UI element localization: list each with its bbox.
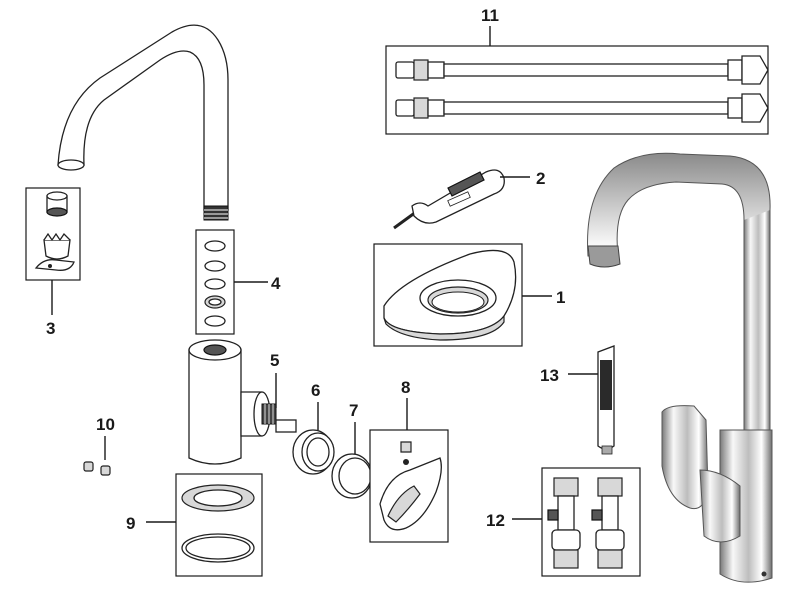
callout-7: 7	[349, 401, 358, 420]
callout-6: 6	[311, 381, 320, 400]
valve-right	[591, 477, 625, 569]
callout-8: 8	[401, 378, 410, 397]
part-2-tool	[393, 169, 505, 230]
hose-lower	[395, 93, 769, 123]
assembled-tap	[587, 152, 773, 583]
callout-1: 1	[556, 288, 565, 307]
part-11-hoses	[385, 26, 769, 135]
part-7-ring	[331, 453, 373, 499]
valve-left	[547, 477, 581, 569]
part-13-tube	[597, 345, 615, 455]
part-5-tap-body	[188, 339, 297, 465]
part-12-valves	[541, 467, 641, 577]
callout-10: 10	[96, 415, 115, 434]
callout-4: 4	[271, 274, 281, 293]
hose-upper	[395, 55, 769, 85]
part-1-base-plate	[373, 243, 523, 347]
callout-3: 3	[46, 319, 55, 338]
part-9-base-rings	[175, 473, 263, 577]
spout-outline	[57, 24, 229, 221]
callout-2: 2	[536, 169, 545, 188]
part-8-handle	[369, 429, 449, 543]
callout-11: 11	[481, 6, 499, 25]
callout-12: 12	[486, 511, 505, 530]
callout-9: 9	[126, 514, 135, 533]
part-10-screws	[83, 461, 111, 476]
callout-5: 5	[270, 351, 279, 370]
callout-13: 13	[540, 366, 559, 385]
part-4-washers	[195, 229, 235, 335]
part-6-nut	[292, 429, 335, 475]
part-3-aerator	[25, 187, 81, 281]
